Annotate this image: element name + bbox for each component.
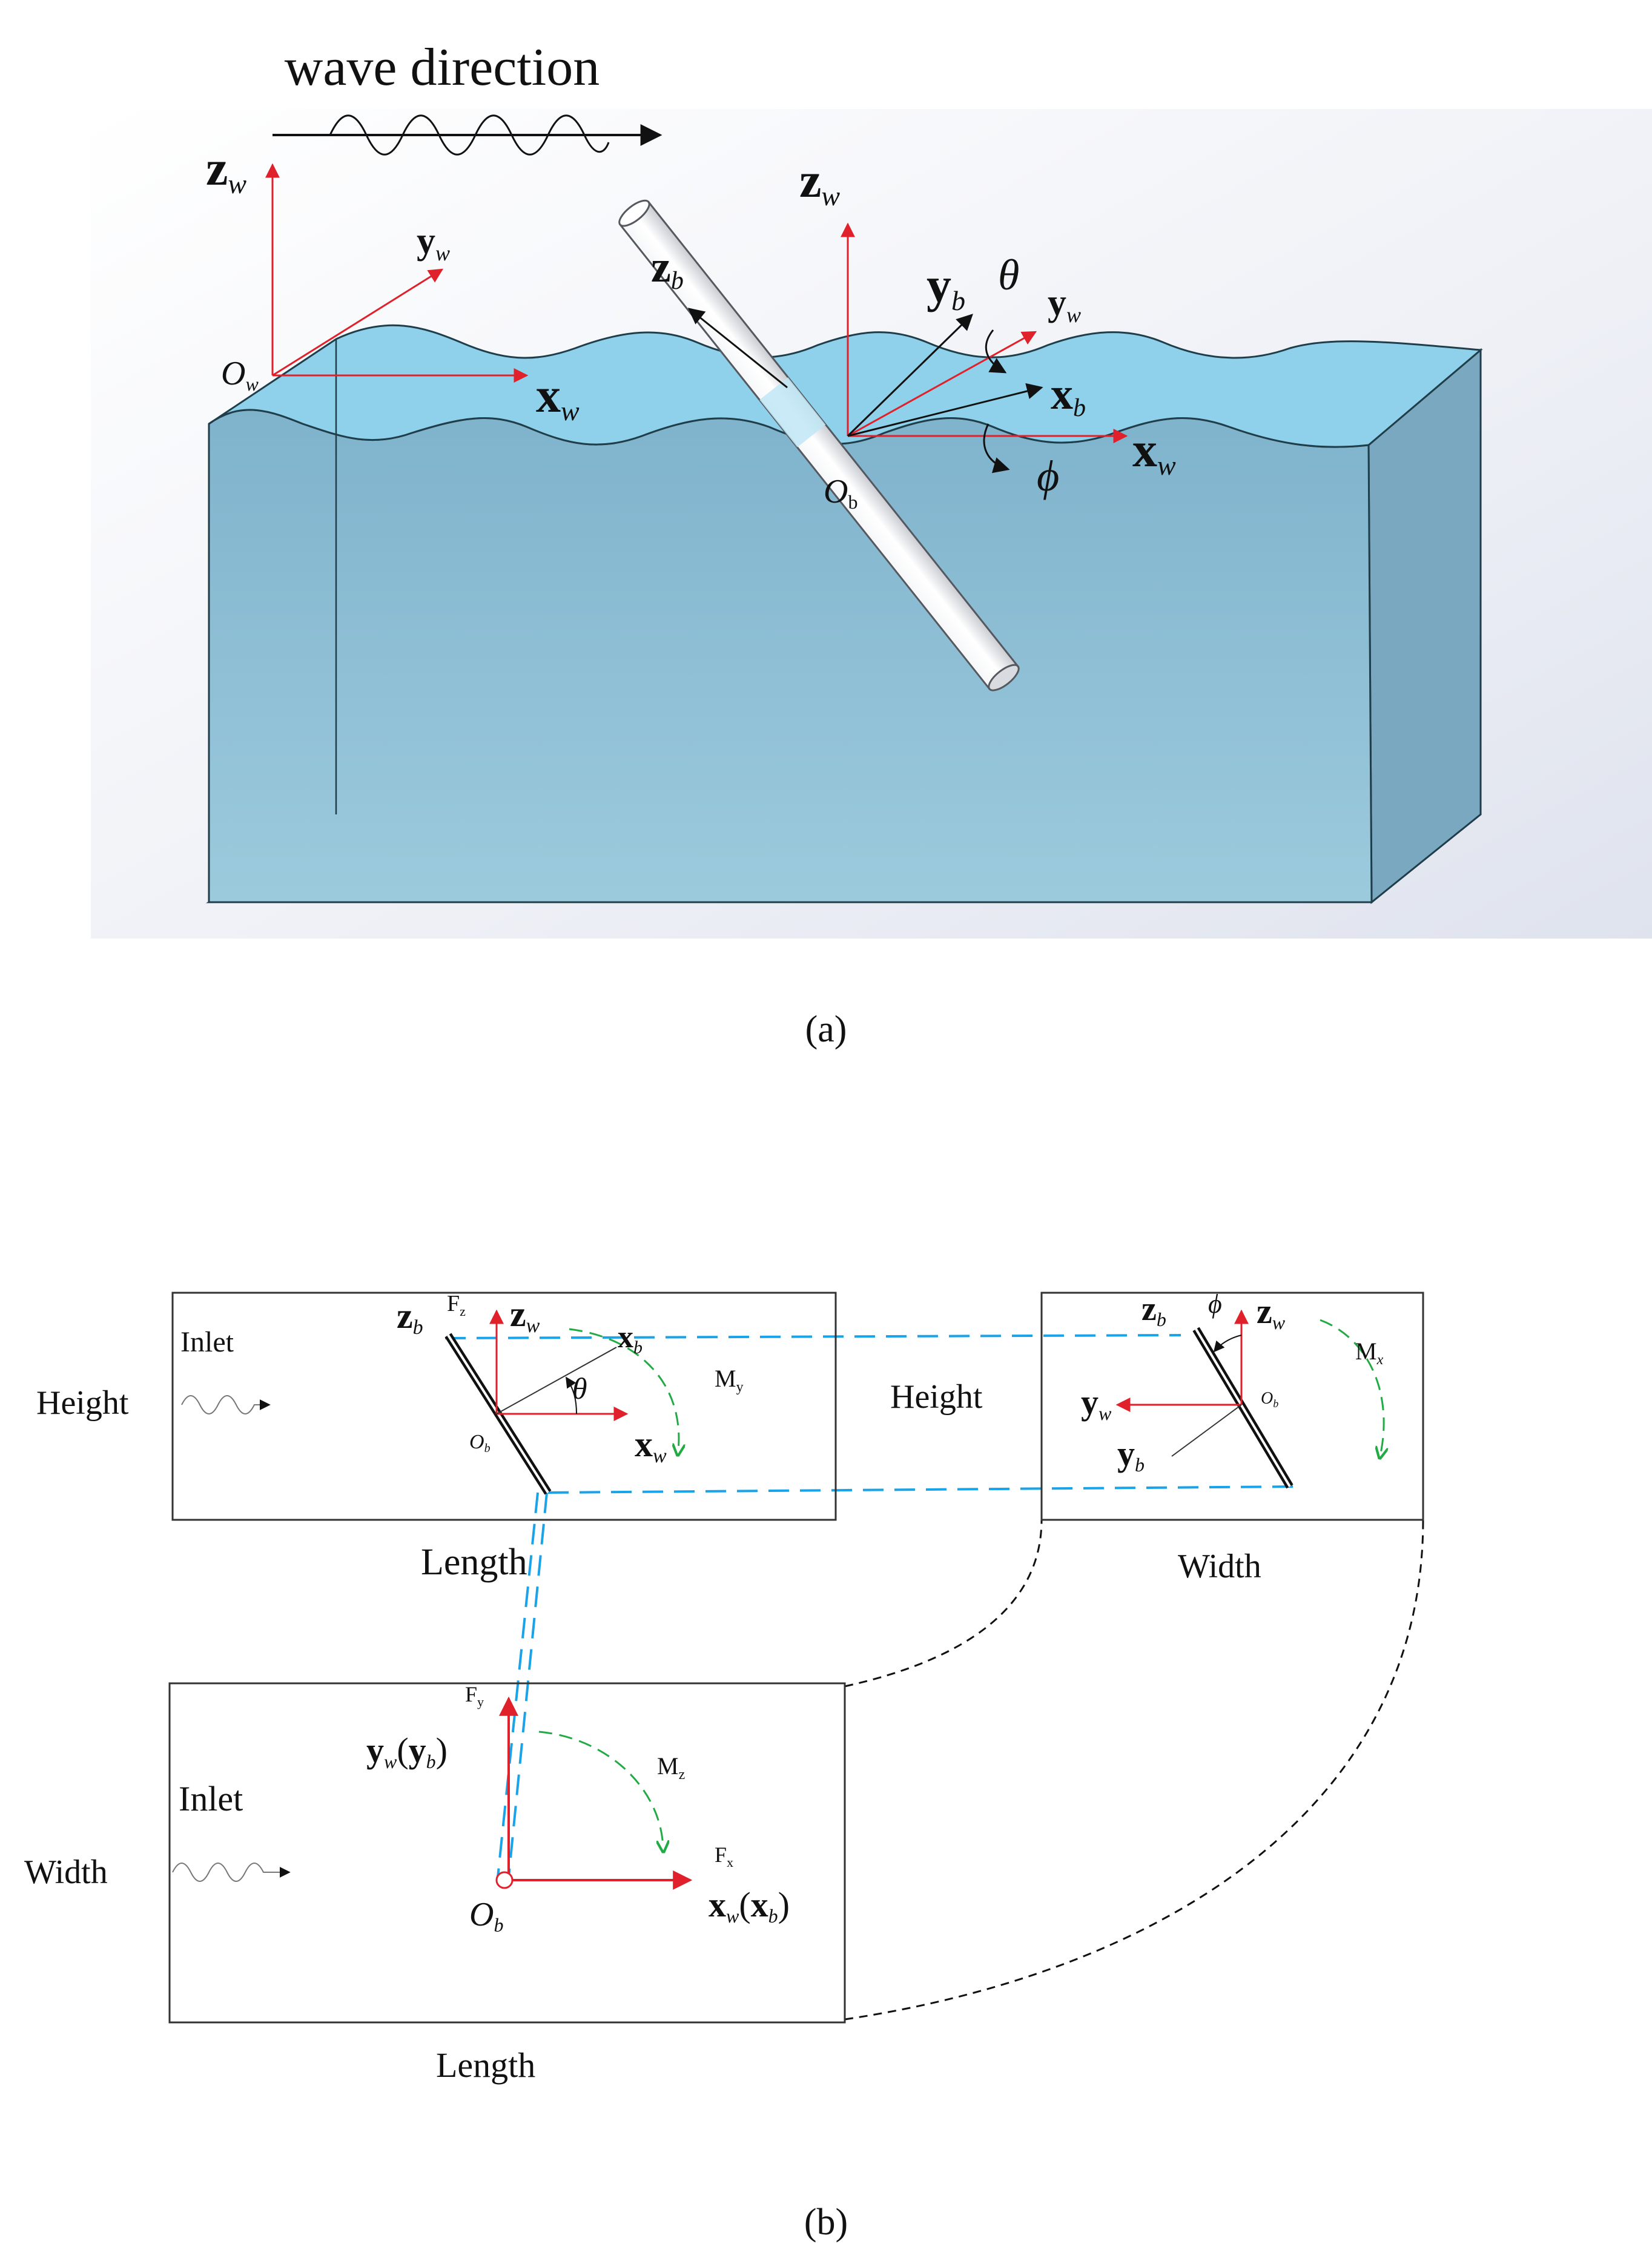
- ow-label: Ow: [221, 355, 259, 395]
- front-view-frame: [1040, 1292, 1424, 1521]
- top-length-label: Length: [436, 2045, 535, 2085]
- caption-b: (b): [804, 2202, 848, 2243]
- top-xw-label: xw(xb): [709, 1885, 790, 1927]
- side-xb-axis: [496, 1347, 617, 1414]
- yw-right-label: yw: [1048, 282, 1081, 327]
- yw-left-label: yw: [417, 220, 450, 265]
- top-fx-label: Fx: [715, 1843, 733, 1870]
- top-origin-circle: [495, 1871, 514, 1889]
- zb-axis: [687, 308, 788, 389]
- top-mz-label: Mz: [657, 1752, 685, 1783]
- top-fy-label: Fy: [465, 1682, 484, 1709]
- front-zb-label: zb: [1142, 1290, 1166, 1330]
- top-view: Inlet Width Length Fy yw(yb) Mz Fx Ob xw…: [24, 1682, 846, 2085]
- xb-axis: [847, 383, 1043, 437]
- top-view-frame: [168, 1682, 846, 2024]
- side-xb-label: xb: [618, 1320, 643, 1358]
- wave-direction-label: wave direction: [285, 38, 600, 97]
- front-yb-axis: [1171, 1404, 1242, 1457]
- zb-label: zb: [651, 242, 684, 295]
- side-xw-label: xw: [635, 1424, 667, 1467]
- front-mx-label: Mx: [1355, 1338, 1384, 1368]
- top-ob-label: Ob: [469, 1896, 503, 1936]
- front-ob-label: Ob: [1261, 1389, 1278, 1410]
- side-zw-label: zw: [510, 1294, 540, 1337]
- ob-label: Ob: [824, 473, 857, 513]
- yw-axis-left: [272, 268, 444, 377]
- front-yb-label: yb: [1117, 1434, 1145, 1476]
- front-view: Height Width zb ϕ zw Mx yw Ob yb: [890, 1289, 1424, 1585]
- tank-right-face: [1367, 348, 1482, 905]
- top-width-label: Width: [24, 1853, 108, 1891]
- front-height-label: Height: [890, 1378, 983, 1416]
- side-fz-label: Fz: [447, 1291, 466, 1319]
- side-zb-label: zb: [397, 1296, 423, 1339]
- world-frame-right: zw yb θ yw xb xw ϕ Ob: [799, 153, 1176, 513]
- phi-label: ϕ: [1037, 452, 1059, 500]
- top-wave-icon: [172, 1863, 291, 1882]
- yw-axis-right: [847, 331, 1037, 437]
- zw-left-label: zw: [206, 140, 246, 199]
- front-width-label: Width: [1178, 1548, 1261, 1585]
- front-phi-arc: [1213, 1335, 1242, 1353]
- water-surface: [208, 324, 1483, 448]
- side-view-frame: [171, 1292, 837, 1521]
- side-length-label: Length: [421, 1542, 527, 1583]
- side-view: Inlet Height Length zb Fz zw xb θ Ob xw …: [36, 1291, 837, 1583]
- tank-front-face: [208, 409, 1373, 903]
- xw-right-label: xw: [1132, 422, 1176, 481]
- connector-arcs: [844, 1519, 1424, 2021]
- side-inlet-label: Inlet: [180, 1326, 234, 1358]
- side-my-arrow: [569, 1328, 679, 1450]
- front-zw-label: zw: [1257, 1292, 1286, 1333]
- side-ob-label: Ob: [469, 1431, 491, 1455]
- front-phi-label: ϕ: [1208, 1289, 1222, 1319]
- top-yw-label: yw(yb): [366, 1731, 448, 1772]
- side-theta-arc: [566, 1376, 577, 1414]
- xb-label: xb: [1051, 369, 1086, 422]
- zw-right-label: zw: [799, 153, 840, 211]
- side-wave-icon: [181, 1395, 271, 1414]
- projection-guides: [444, 1334, 1297, 1878]
- phi-rotation-arrow: [983, 423, 1010, 474]
- side-theta-label: θ: [572, 1371, 587, 1405]
- top-inlet-label: Inlet: [179, 1779, 243, 1818]
- panel-b: Inlet Height Length zb Fz zw xb θ Ob xw …: [24, 1289, 1424, 2243]
- caption-a: (a): [805, 1009, 847, 1050]
- front-yw-label: yw: [1081, 1382, 1112, 1424]
- xw-left-label: xw: [536, 368, 580, 426]
- top-mz-arrow: [538, 1731, 663, 1847]
- front-rod-highlight: [1195, 1328, 1291, 1488]
- panel-a: wave direction zw yw Ow xw zb zw: [91, 38, 1652, 1050]
- front-mx-arrow: [1320, 1319, 1384, 1453]
- wave-sine-icon: [329, 114, 610, 156]
- cylinder-body: [618, 199, 1020, 691]
- wave-direction-indicator: wave direction: [273, 38, 662, 156]
- side-height-label: Height: [36, 1384, 129, 1422]
- yb-axis: [847, 314, 973, 437]
- side-my-label: My: [715, 1365, 744, 1395]
- world-frame-left: zw yw Ow xw: [206, 140, 580, 426]
- theta-label: θ: [998, 251, 1019, 299]
- yb-label: yb: [927, 257, 965, 316]
- theta-rotation-arrow: [985, 329, 1007, 374]
